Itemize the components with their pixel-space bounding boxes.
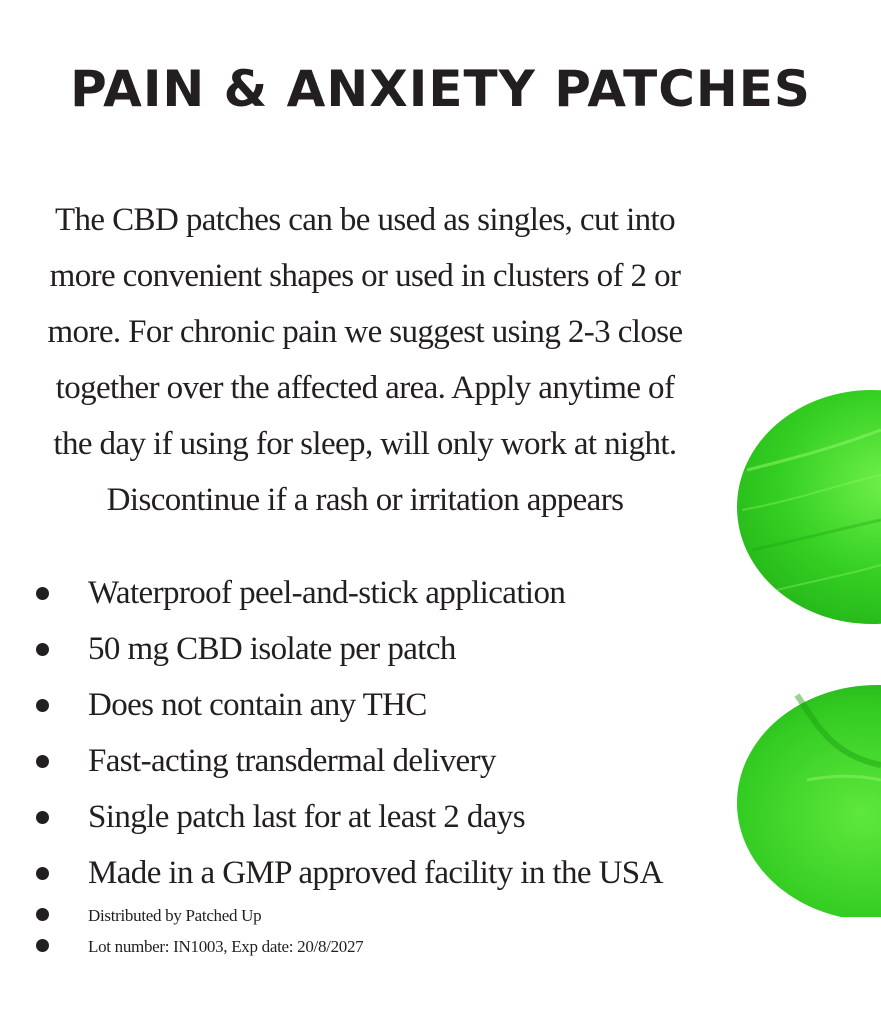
green-patch-icon <box>737 390 881 624</box>
lot-number-text: Lot number: IN1003, Exp date: 20/8/2027 <box>88 937 364 956</box>
feature-text: Fast-acting transdermal delivery <box>88 743 496 779</box>
intro-line: together over the affected area. Apply a… <box>55 370 675 406</box>
list-item: Distributed by Patched Up <box>34 900 363 931</box>
list-item: Lot number: IN1003, Exp date: 20/8/2027 <box>34 931 364 962</box>
list-item: Does not contain any THC <box>34 677 663 733</box>
intro-line: more. For chronic pain we suggest using … <box>47 314 683 350</box>
list-item: 50 mg CBD isolate per patch <box>34 621 663 677</box>
green-patch-icon <box>737 685 881 917</box>
intro-line: more convenient shapes or used in cluste… <box>49 258 681 294</box>
intro-line: The CBD patches can be used as singles, … <box>54 202 676 238</box>
bullet-icon <box>36 867 49 880</box>
list-item: Made in a GMP approved facility in the U… <box>34 845 663 901</box>
feature-text: Does not contain any THC <box>88 687 427 723</box>
intro-line: the day if using for sleep, will only wo… <box>53 426 677 462</box>
green-patch-image-bottom <box>737 685 881 917</box>
page-title: PAIN & ANXIETY PATCHES <box>70 60 811 118</box>
fine-print-list: Distributed by Patched Up Lot number: IN… <box>34 900 364 962</box>
bullet-icon <box>36 699 49 712</box>
feature-text: Waterproof peel-and-stick application <box>88 575 566 611</box>
feature-text: 50 mg CBD isolate per patch <box>88 631 456 667</box>
bullet-icon <box>36 811 49 824</box>
bullet-icon <box>36 643 49 656</box>
feature-text: Single patch last for at least 2 days <box>88 799 526 835</box>
green-patch-image-top <box>737 390 881 624</box>
feature-text: Made in a GMP approved facility in the U… <box>88 855 663 891</box>
bullet-icon <box>36 587 49 600</box>
feature-list: Waterproof peel-and-stick application 50… <box>34 565 663 901</box>
bullet-icon <box>36 907 49 921</box>
intro-line: Discontinue if a rash or irritation appe… <box>106 482 624 518</box>
intro-paragraph: The CBD patches can be used as singles, … <box>20 192 710 528</box>
distributor-text: Distributed by Patched Up <box>88 906 262 925</box>
bullet-icon <box>36 938 49 952</box>
bullet-icon <box>36 755 49 768</box>
list-item: Single patch last for at least 2 days <box>34 789 663 845</box>
list-item: Waterproof peel-and-stick application <box>34 565 663 621</box>
list-item: Fast-acting transdermal delivery <box>34 733 663 789</box>
